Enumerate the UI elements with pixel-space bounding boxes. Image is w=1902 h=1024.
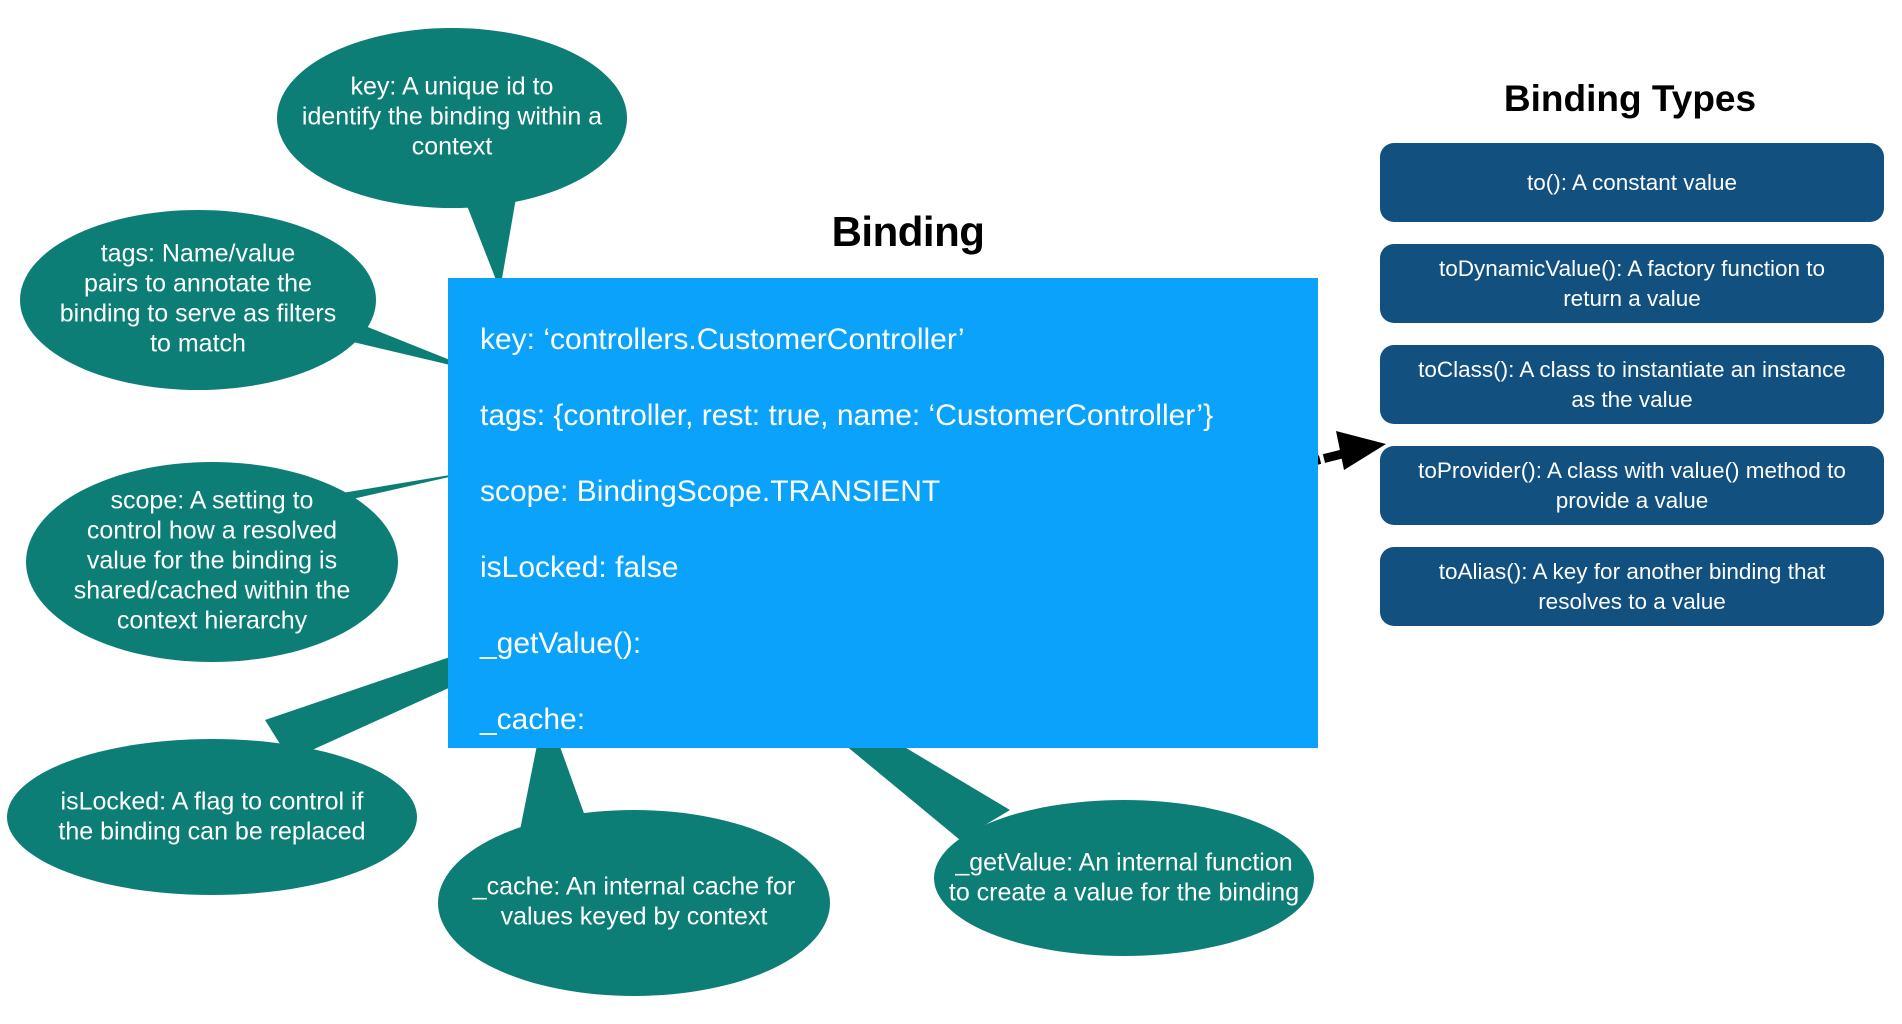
callout-tags-line-1: tags: Name/value: [101, 240, 296, 268]
callout-key-shape: [277, 28, 627, 208]
binding-field-tags: tags: {controller, rest: true, name: ‘Cu…: [480, 399, 1214, 432]
binding-field-scope: scope: BindingScope.TRANSIENT: [480, 475, 941, 508]
callout-isLocked-line-2: the binding can be replaced: [58, 818, 365, 846]
binding-field-islocked: isLocked: false: [480, 551, 679, 584]
callout-tags-line-2: pairs to annotate the: [84, 270, 312, 298]
page-title-binding: Binding: [831, 208, 985, 255]
binding-type-todynamicvalue-line-2: return a value: [1563, 285, 1701, 311]
page-title-binding-types: Binding Types: [1503, 78, 1757, 119]
binding-type-card-to[interactable]: to(): A constant value: [1380, 143, 1884, 222]
binding-type-toprovider-line-1: toProvider(): A class with value() metho…: [1418, 457, 1846, 483]
binding-type-toclass-line-1: toClass(): A class to instantiate an ins…: [1418, 356, 1846, 382]
binding-box[interactable]: key: ‘controllers.CustomerController’ ta…: [448, 278, 1318, 748]
callout-getValue-shape: [934, 800, 1314, 956]
callout-tail-cache: [520, 705, 590, 830]
callout-isLocked-shape: [7, 739, 417, 895]
callout-scope-line-1: scope: A setting to: [111, 487, 314, 515]
binding-type-to-line-1: to(): A constant value: [1526, 169, 1738, 195]
binding-type-card-toclass[interactable]: toClass(): A class to instantiate an ins…: [1380, 345, 1884, 424]
callout-cache[interactable]: _cache: An internal cache for values key…: [438, 810, 830, 996]
binding-type-toclass-line-2: as the value: [1571, 386, 1693, 412]
binding-type-card-toalias[interactable]: toAlias(): A key for another binding tha…: [1380, 547, 1884, 626]
binding-field-key: key: ‘controllers.CustomerController’: [480, 323, 965, 356]
callout-scope[interactable]: scope: A setting to control how a resolv…: [26, 462, 398, 662]
callout-isLocked[interactable]: isLocked: A flag to control if the bindi…: [7, 739, 417, 895]
callout-getValue-line-2: to create a value for the binding: [949, 879, 1299, 907]
callout-cache-shape: [438, 810, 830, 996]
binding-field-getvalue: _getValue():: [480, 627, 642, 660]
callout-cache-line-1: _cache: An internal cache for: [472, 873, 795, 901]
callout-key[interactable]: key: A unique id to identify the binding…: [277, 28, 627, 208]
callout-key-line-1: key: A unique id to: [351, 73, 554, 101]
callout-tags-line-3: binding to serve as filters: [60, 300, 337, 328]
binding-types-panel: to(): A constant value toDynamicValue():…: [1380, 143, 1884, 648]
binding-type-toalias-line-2: resolves to a value: [1538, 588, 1726, 614]
binding-type-card-toprovider[interactable]: toProvider(): A class with value() metho…: [1380, 446, 1884, 525]
binding-type-toprovider-line-2: provide a value: [1555, 487, 1709, 513]
callout-scope-line-4: shared/cached within the: [74, 577, 351, 605]
callout-tags-line-4: to match: [150, 330, 246, 358]
callout-scope-line-2: control how a resolved: [87, 517, 337, 545]
callout-cache-line-2: values keyed by context: [501, 903, 768, 931]
callout-key-line-2: identify the binding within a: [302, 103, 602, 131]
callout-getValue-line-1: _getValue: An internal function: [954, 849, 1292, 877]
binding-type-card-todynamicvalue[interactable]: toDynamicValue(): A factory function to …: [1380, 244, 1884, 323]
binding-type-todynamicvalue-line-1: toDynamicValue(): A factory function to: [1438, 255, 1825, 281]
callout-scope-shape: [26, 462, 398, 662]
callout-isLocked-line-1: isLocked: A flag to control if: [61, 788, 364, 816]
binding-field-cache: _cache:: [480, 703, 586, 736]
callout-scope-line-3: value for the binding is: [87, 547, 337, 575]
binding-type-toalias-line-1: toAlias(): A key for another binding tha…: [1438, 558, 1826, 584]
callout-scope-line-5: context hierarchy: [117, 607, 308, 635]
callout-getValue[interactable]: _getValue: An internal function to creat…: [934, 800, 1314, 956]
arrow-head-icon: [1336, 431, 1386, 470]
callout-tags[interactable]: tags: Name/value pairs to annotate the b…: [20, 210, 376, 390]
callout-key-line-3: context: [412, 133, 493, 161]
callout-tags-shape: [20, 210, 376, 390]
